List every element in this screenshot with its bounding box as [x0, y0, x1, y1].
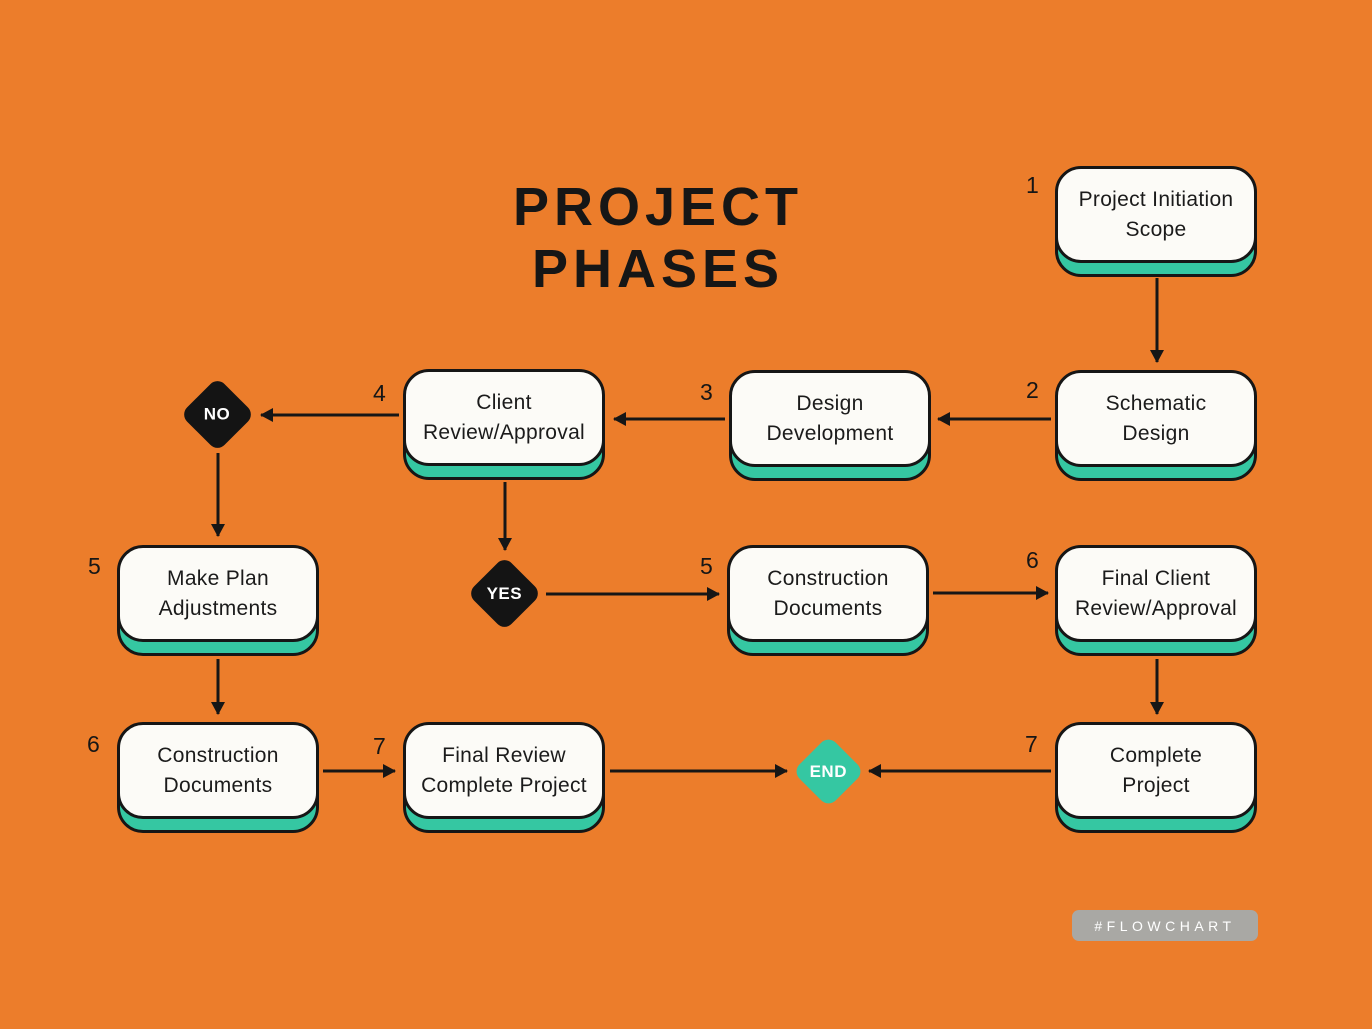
node-label-line: Construction: [157, 743, 279, 767]
node-label-line: Development: [766, 421, 894, 445]
node-face: Project Initiation Scope: [1055, 166, 1257, 263]
step-number-5-left: 5: [88, 553, 101, 579]
step-number-1: 1: [1026, 172, 1039, 198]
node-face: Schematic Design: [1055, 370, 1257, 467]
flowchart-hashtag-badge: #FLOWCHART: [1072, 910, 1258, 941]
node-label-line: Project Initiation: [1078, 187, 1234, 211]
end-label: END: [809, 761, 848, 781]
step-number-2: 2: [1026, 377, 1039, 403]
node-make-plan-adjustments: Make Plan Adjustments: [117, 545, 319, 656]
node-face: Final Client Review/Approval: [1055, 545, 1257, 642]
node-face: Complete Project: [1055, 722, 1257, 819]
node-label-line: Project: [1122, 773, 1190, 797]
step-number-3: 3: [700, 379, 713, 405]
step-number-4: 4: [373, 380, 386, 406]
node-construction-documents-6: Construction Documents: [117, 722, 319, 833]
step-number-7-mid: 7: [373, 733, 386, 759]
node-label-line: Review/Approval: [1074, 596, 1238, 620]
node-label-line: Documents: [773, 596, 883, 620]
node-label-line: Scope: [1125, 217, 1187, 241]
node-project-initiation-scope: Project Initiation Scope: [1055, 166, 1257, 277]
node-design-development: Design Development: [729, 370, 931, 481]
node-label-line: Final Client: [1101, 566, 1211, 590]
node-face: Client Review/Approval: [403, 369, 605, 466]
node-face: Final Review Complete Project: [403, 722, 605, 819]
node-label-line: Client: [476, 390, 532, 414]
node-label-line: Design: [1122, 421, 1190, 445]
node-label-line: Construction: [767, 566, 889, 590]
decision-no-label: NO: [204, 404, 231, 424]
step-number-6-right: 6: [1026, 547, 1039, 573]
node-label-line: Complete Project: [421, 773, 587, 797]
node-client-review-approval: Client Review/Approval: [403, 369, 605, 480]
node-label-line: Complete: [1109, 743, 1203, 767]
node-face: Construction Documents: [117, 722, 319, 819]
node-label-line: Review/Approval: [422, 420, 586, 444]
step-number-5-mid: 5: [700, 553, 713, 579]
node-label-line: Make Plan: [167, 566, 269, 590]
node-face: Design Development: [729, 370, 931, 467]
node-label-line: Final Review: [442, 743, 566, 767]
decision-yes-label: YES: [486, 583, 523, 603]
node-schematic-design: Schematic Design: [1055, 370, 1257, 481]
node-label-line: Adjustments: [158, 596, 278, 620]
step-number-7-right: 7: [1025, 731, 1038, 757]
node-final-review-complete-project: Final Review Complete Project: [403, 722, 605, 833]
node-final-client-review-approval: Final Client Review/Approval: [1055, 545, 1257, 656]
node-label-line: Design: [796, 391, 864, 415]
node-label-line: Schematic: [1105, 391, 1207, 415]
page-title: PROJECT PHASES: [512, 177, 804, 299]
node-label-line: Documents: [163, 773, 273, 797]
node-face: Make Plan Adjustments: [117, 545, 319, 642]
node-construction-documents-5: Construction Documents: [727, 545, 929, 656]
node-face: Construction Documents: [727, 545, 929, 642]
step-number-6-left: 6: [87, 731, 100, 757]
node-complete-project: Complete Project: [1055, 722, 1257, 833]
